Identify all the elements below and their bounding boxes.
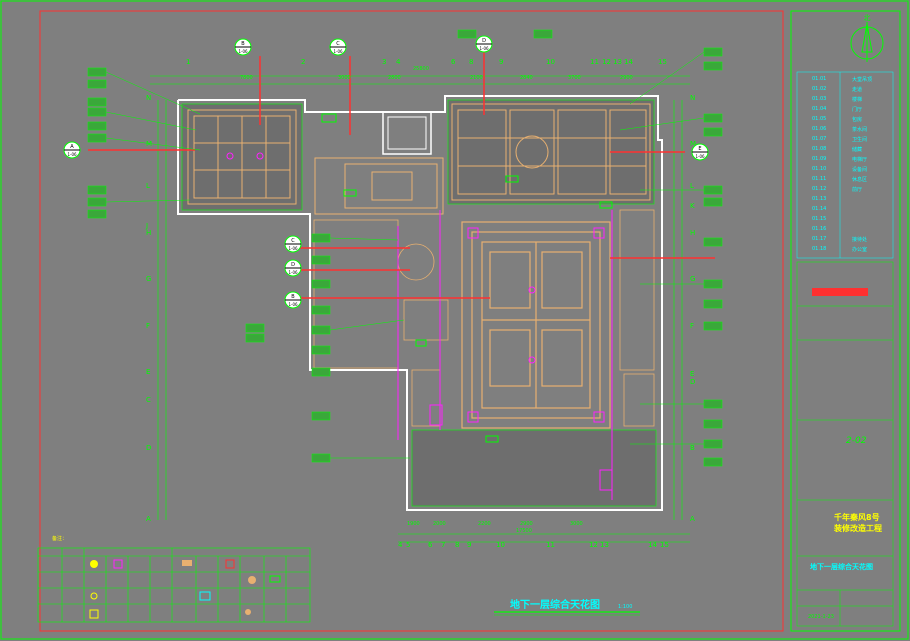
svg-text:1-06: 1-06 <box>67 152 77 157</box>
green-equipment <box>321 113 613 443</box>
svg-text:C: C <box>336 41 340 47</box>
section-marker: A 1-06 <box>63 141 81 159</box>
svg-text:1-06: 1-06 <box>288 246 298 251</box>
ceiling-grid-main-hall <box>461 221 611 429</box>
section-marker: B 1-06 <box>234 38 252 56</box>
title-column-frame <box>790 10 901 632</box>
section-marker: B 1-06 <box>284 291 302 309</box>
room-schedule-table <box>796 71 894 259</box>
annotation-leaders <box>105 51 705 459</box>
svg-text:1-06: 1-06 <box>288 302 298 307</box>
drawing-area-frame <box>39 10 784 632</box>
svg-text:E: E <box>698 146 701 152</box>
section-marker: C 1-06 <box>329 38 347 56</box>
ceiling-side-strips <box>313 209 655 427</box>
section-marker: D 1-06 <box>475 35 493 53</box>
north-arrow-icon: 北 <box>850 14 884 62</box>
title-block-grid <box>796 261 894 627</box>
svg-text:D: D <box>482 38 486 44</box>
svg-text:北: 北 <box>864 14 871 22</box>
notes-label: 备注： <box>52 535 67 542</box>
drawing-title: 地下一层综合天花图 <box>510 598 600 611</box>
section-markers: B 1-06 C 1-06 D 1-06 A 1-06 E 1-06 C 1-06 D 1-0… <box>63 35 709 309</box>
svg-text:1-06: 1-06 <box>479 46 489 51</box>
svg-text:B: B <box>291 294 295 300</box>
room-areas <box>181 99 657 507</box>
annotation-callouts <box>87 29 723 467</box>
legend-symbols <box>89 559 281 619</box>
svg-text:1-06: 1-06 <box>238 49 248 54</box>
svg-text:D: D <box>291 262 295 268</box>
building-walls <box>177 95 663 511</box>
svg-text:1-06: 1-06 <box>333 49 343 54</box>
materials-legend <box>37 547 311 623</box>
section-marker: E 1-06 <box>691 143 709 161</box>
svg-text:B: B <box>241 41 245 47</box>
section-marker: C 1-06 <box>284 235 302 253</box>
ceiling-grid-room-1 <box>187 109 297 205</box>
svg-text:1-06: 1-06 <box>288 270 298 275</box>
drawing-title-block <box>494 611 640 616</box>
ceiling-corridor <box>314 157 444 215</box>
drawing-scale: 1:100 <box>618 604 632 610</box>
section-marker: D 1-06 <box>284 259 302 277</box>
svg-text:C: C <box>291 238 295 244</box>
svg-text:A: A <box>70 144 74 150</box>
dimension-lines <box>150 75 690 543</box>
svg-text:1-06: 1-06 <box>695 154 705 159</box>
section-cut-lines <box>88 50 715 299</box>
